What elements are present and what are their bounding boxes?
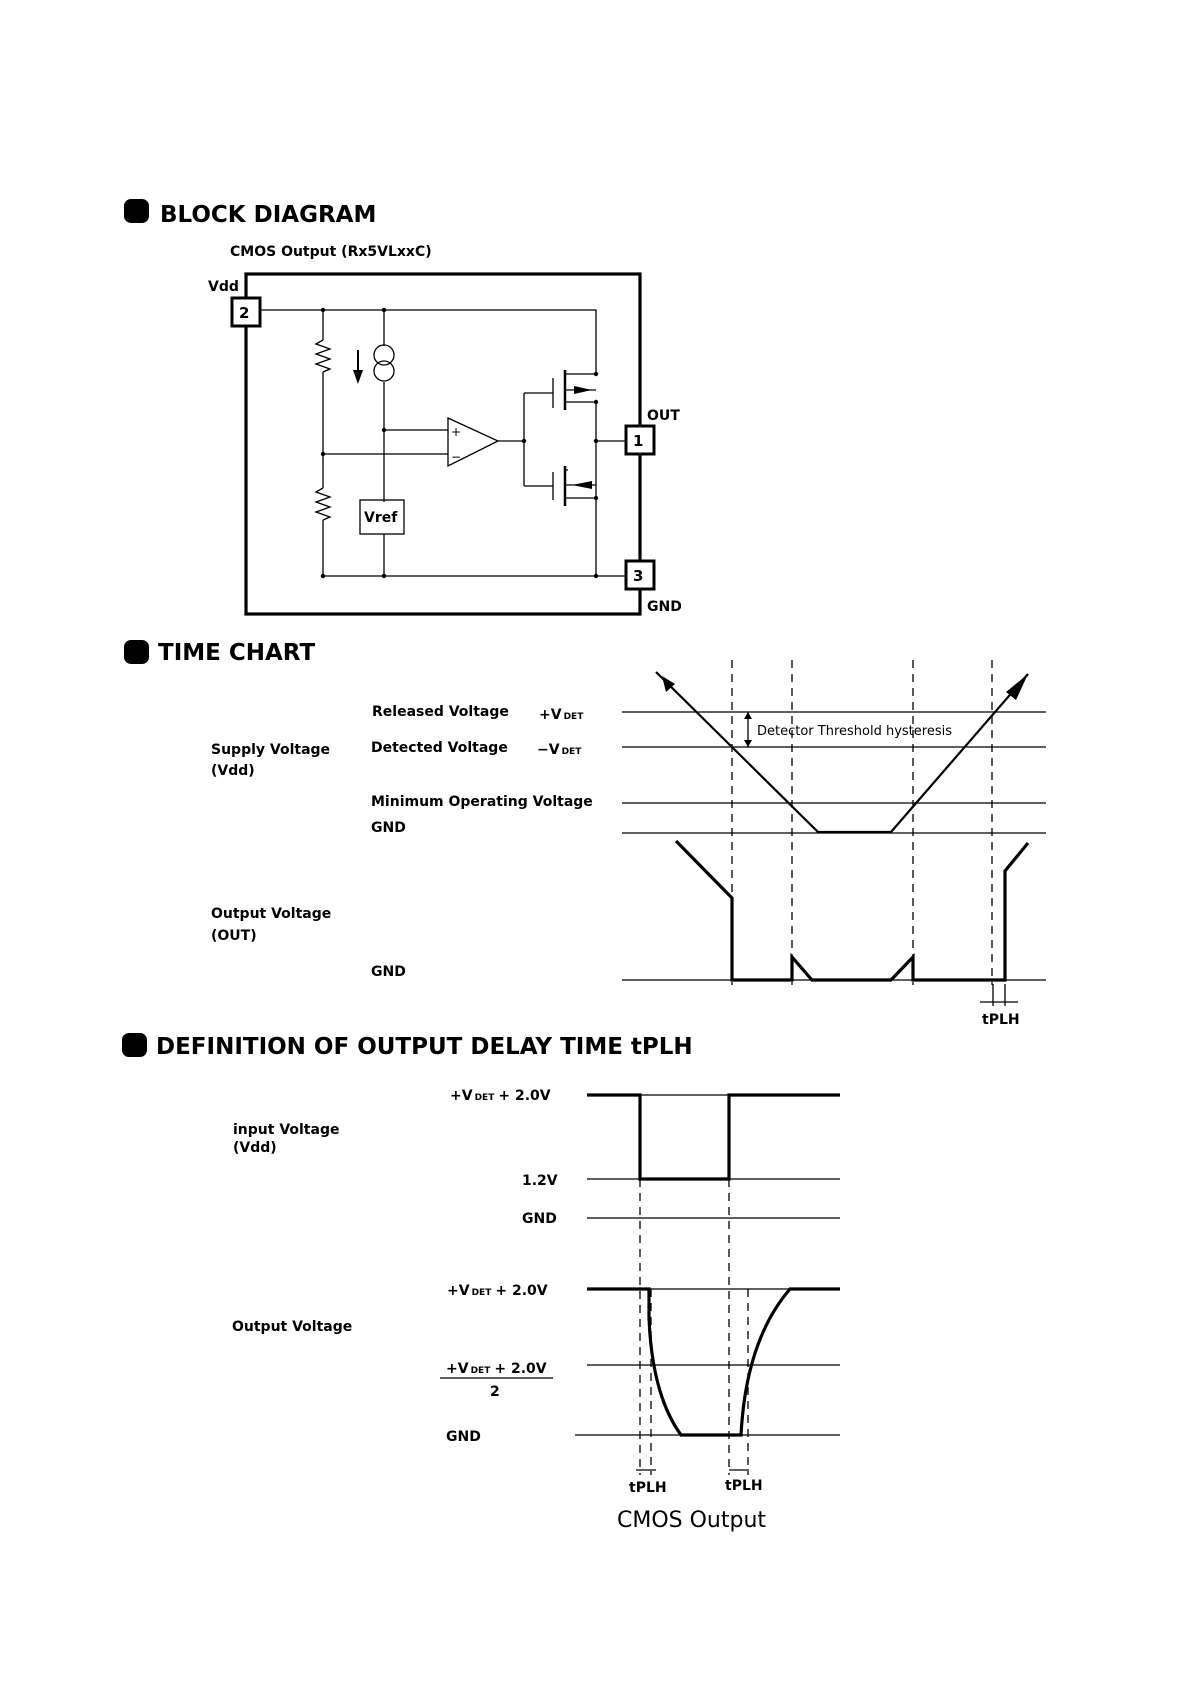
- input-gnd-label: GND: [522, 1211, 557, 1227]
- vdd-label: Vdd: [208, 279, 239, 295]
- resistor-bottom-icon: [314, 487, 332, 521]
- out-label: OUT: [647, 408, 680, 424]
- cmos-output-caption: CMOS Output: [617, 1508, 766, 1533]
- output-voltage-trace: [587, 1287, 840, 1437]
- gnd-label-supply: GND: [371, 820, 406, 836]
- detected-voltage-label: Detected Voltage: [371, 740, 508, 756]
- block-diagram-heading: BLOCK DIAGRAM: [160, 202, 376, 228]
- vref-label: Vref: [364, 510, 398, 526]
- output-gnd-label: GND: [446, 1429, 481, 1445]
- time-chart-heading: TIME CHART: [158, 640, 315, 666]
- rising-arrow-icon: [1006, 674, 1028, 700]
- tplh-label: tPLH: [982, 1012, 1020, 1028]
- comparator-plus: +: [451, 425, 461, 439]
- delay-definition-heading: DEFINITION OF OUTPUT DELAY TIME tPLH: [156, 1034, 693, 1060]
- comparator-icon: + −: [447, 416, 500, 468]
- supply-voltage-trace: [655, 671, 1029, 834]
- pin-3-number: 3: [633, 567, 643, 585]
- output-voltage-label: Output Voltage: [211, 906, 331, 922]
- comparator-minus: −: [451, 450, 461, 464]
- pin-1-box: [624, 424, 656, 456]
- output-mid-denominator: 2: [490, 1384, 500, 1400]
- block-diagram-section: BLOCK DIAGRAM CMOS Output (Rx5VLxxC) Vdd…: [124, 199, 682, 616]
- vref-box: [359, 499, 405, 535]
- pin-3-box: [624, 559, 656, 591]
- junction-dots: [320, 307, 599, 579]
- supply-level-lines: [622, 711, 1046, 981]
- delay-definition-section: DEFINITION OF OUTPUT DELAY TIME tPLH inp…: [122, 1033, 840, 1533]
- input-voltage-sublabel: (Vdd): [233, 1140, 277, 1156]
- hysteresis-arrows-icon: [744, 712, 752, 747]
- gnd-label-output: GND: [371, 964, 406, 980]
- pin-1-number: 1: [633, 432, 643, 450]
- time-chart-section: TIME CHART Supply Voltage (Vdd) Released…: [124, 640, 1046, 1028]
- falling-arrow-icon: [662, 676, 675, 692]
- output-voltage-label: Output Voltage: [232, 1319, 352, 1335]
- gnd-label: GND: [647, 599, 682, 615]
- bullet-icon: [122, 1033, 147, 1057]
- delay-markers: [639, 1179, 749, 1475]
- tplh-indicator: [980, 984, 1018, 1006]
- input-low-level-label: 1.2V: [522, 1173, 558, 1189]
- block-diagram-subtitle: CMOS Output (Rx5VLxxC): [230, 244, 432, 260]
- pmos-transistor-icon: [552, 370, 596, 410]
- input-level-lines: [587, 1094, 840, 1219]
- hysteresis-label: Detector Threshold hysteresis: [757, 724, 952, 739]
- output-level-lines: [575, 1288, 840, 1436]
- current-source-icon: [353, 344, 395, 384]
- tplh-right-label: tPLH: [725, 1478, 763, 1494]
- output-voltage-sublabel: (OUT): [211, 928, 257, 944]
- min-operating-voltage-label: Minimum Operating Voltage: [371, 794, 593, 810]
- resistor-top-icon: [314, 339, 332, 373]
- time-markers: [731, 660, 993, 985]
- circuit-wiring: [260, 309, 626, 577]
- pin-2-box: [230, 296, 262, 328]
- ic-package-outline: [244, 272, 642, 616]
- input-voltage-trace: [587, 1093, 840, 1181]
- output-voltage-trace: [674, 839, 1030, 982]
- bullet-icon: [124, 640, 149, 664]
- nmos-transistor-icon: [552, 466, 596, 506]
- input-voltage-label: input Voltage: [233, 1122, 339, 1138]
- released-voltage-label: Released Voltage: [372, 704, 509, 720]
- pin-2-number: 2: [239, 304, 249, 322]
- supply-voltage-sublabel: (Vdd): [211, 763, 255, 779]
- bullet-icon: [124, 199, 149, 223]
- supply-voltage-label: Supply Voltage: [211, 742, 330, 758]
- tplh-left-label: tPLH: [629, 1480, 667, 1496]
